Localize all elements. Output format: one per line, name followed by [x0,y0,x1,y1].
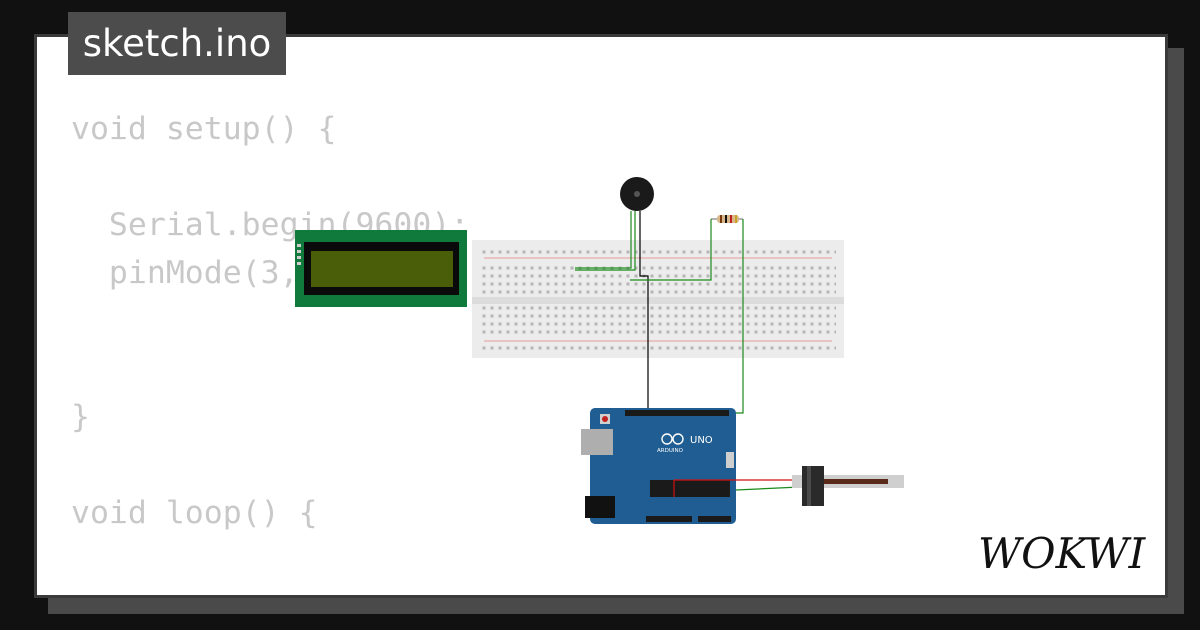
potentiometer-wires [673,479,801,497]
code-line: void loop() { [71,495,318,531]
buzzer-icon[interactable] [620,177,654,211]
board-brand-label: ARDUINO [657,448,684,454]
resistor-icon[interactable] [711,215,743,223]
code-line: int sensorValue = analogRead(A0); [71,585,735,595]
breadboard-icon[interactable] [472,240,844,358]
wokwi-logo-text: WOKWI [978,529,1147,578]
lcd-display-icon[interactable] [295,230,467,307]
code-line: } [71,399,90,435]
file-tab[interactable]: sketch.ino [68,12,286,75]
arduino-uno-icon[interactable]: UNO ARDUINO [581,408,736,524]
wires [575,211,744,414]
code-line: void setup() { [71,111,337,147]
board-model-label: UNO [690,435,713,446]
wokwi-logo: WOKWI [976,526,1152,578]
potentiometer-icon[interactable] [792,466,904,506]
